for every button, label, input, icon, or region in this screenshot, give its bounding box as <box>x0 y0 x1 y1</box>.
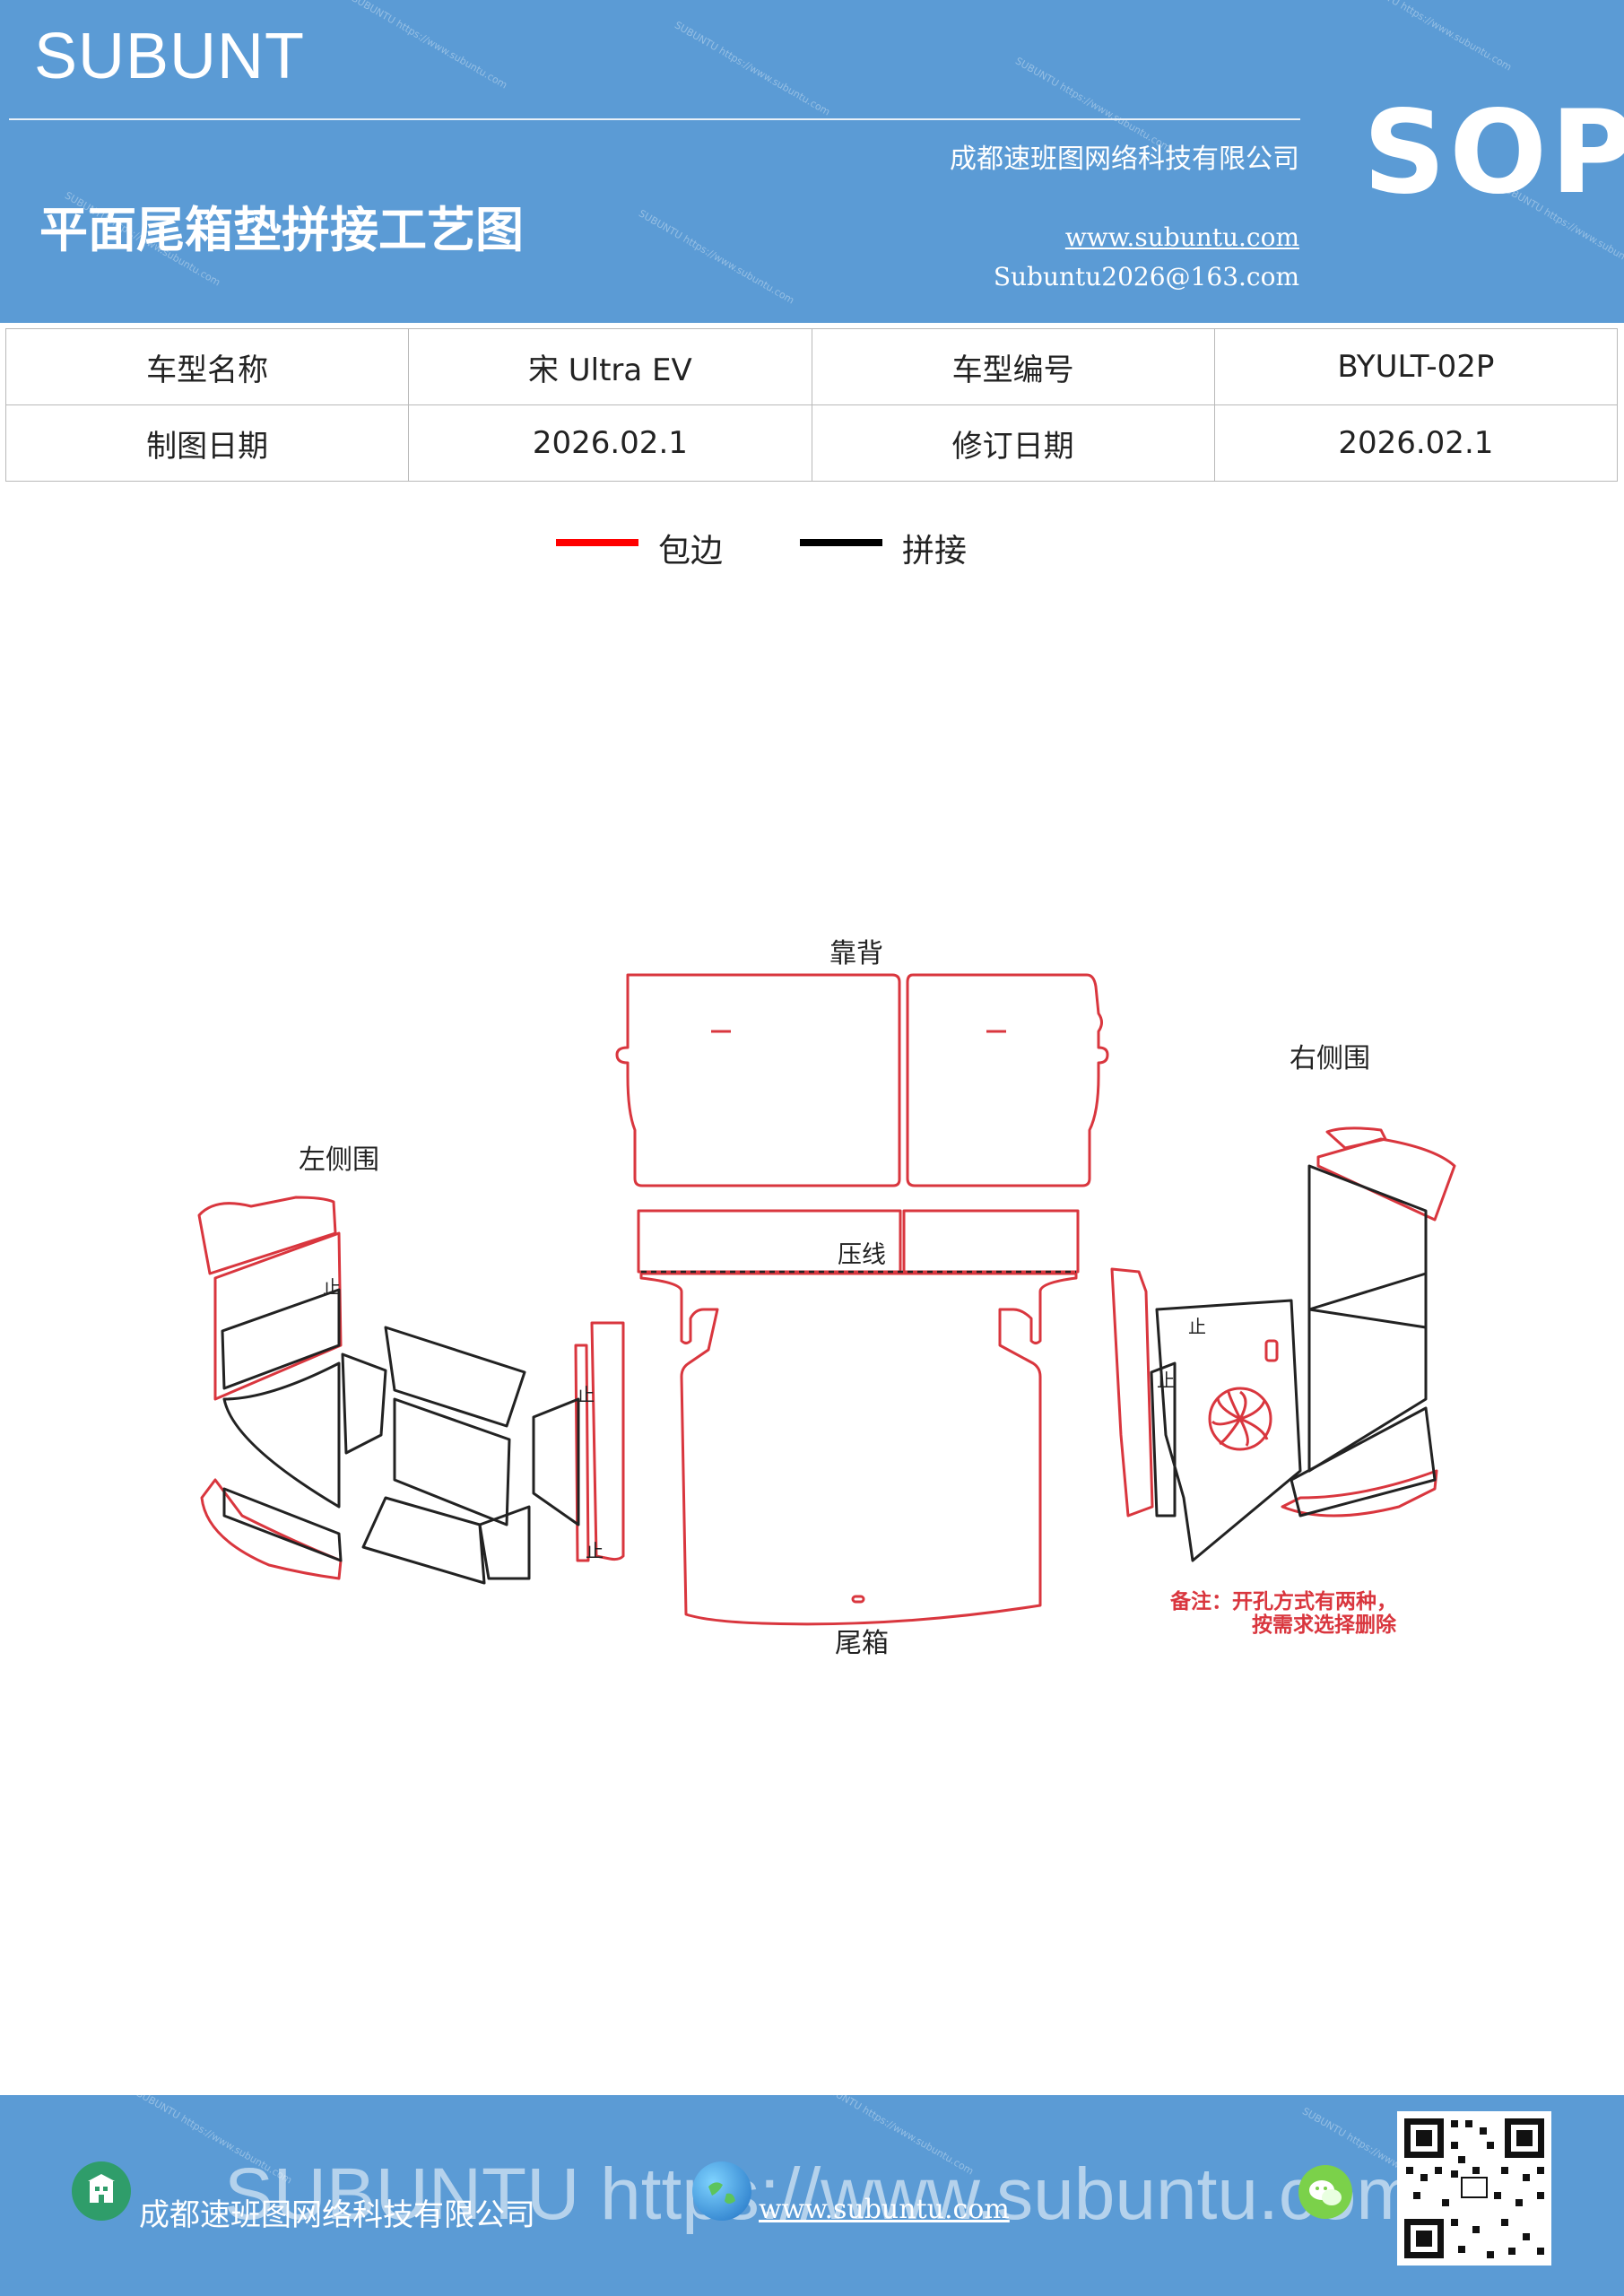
right-side-seam-piece <box>1307 1272 1428 1473</box>
table-cell: 制图日期 <box>4 404 410 482</box>
left-side-bottom-edge <box>200 1478 343 1580</box>
label-press-line: 压线 <box>838 1241 886 1269</box>
right-side-top-piece <box>1316 1137 1456 1222</box>
right-side-seam-piece <box>1150 1361 1177 1518</box>
right-side-seam-piece <box>1290 1406 1437 1518</box>
sop-badge: SOP <box>1363 86 1624 220</box>
building-icon <box>72 2161 131 2221</box>
table-cell: 修订日期 <box>811 404 1215 482</box>
brand-name: SUBUNT <box>34 21 306 92</box>
label-backrest: 靠背 <box>829 938 883 970</box>
footer-website-link[interactable]: www.subuntu.com <box>759 2194 1010 2225</box>
watermark-text: SUBUNTU https://www.subuntu.com <box>673 19 832 118</box>
table-row: 车型名称 宋 Ultra EV 车型编号 BYULT-02P <box>4 328 1619 405</box>
trunk-mat-diagram: 靠背 右侧围 左侧围 压线 尾箱 止 止 止 止 止 备注：开孔方式有两种， 按… <box>197 938 1456 1659</box>
speaker-hole <box>1208 1387 1272 1451</box>
speaker-fan-icon <box>1211 1390 1269 1447</box>
left-side-vertical-strip <box>574 1344 590 1562</box>
table-cell: 2026.02.1 <box>1213 404 1619 482</box>
right-side-top-tab <box>1325 1126 1387 1150</box>
label-stop: 止 <box>586 1540 604 1561</box>
trunk-floor-panel <box>639 1272 1078 1626</box>
legend-label-seam: 拼接 <box>902 533 968 570</box>
left-side-seam-piece <box>532 1397 580 1526</box>
right-side-seam-piece <box>1155 1299 1302 1562</box>
table-cell: BYULT-02P <box>1213 328 1619 405</box>
note-line-1: 备注：开孔方式有两种， <box>1169 1589 1397 1613</box>
footer-watermark: SUBUNTU https://www.subuntu.com <box>224 2153 1418 2235</box>
legend-swatch-edge <box>556 539 638 546</box>
left-side-seam-piece <box>384 1326 526 1428</box>
label-stop: 止 <box>1188 1316 1206 1337</box>
vehicle-info-table: 车型名称 宋 Ultra EV 车型编号 BYULT-02P 制图日期 2026… <box>4 328 1619 482</box>
legend-swatch-seam <box>800 539 882 546</box>
label-stop: 止 <box>323 1276 341 1298</box>
table-cell: 2026.02.1 <box>408 404 812 482</box>
table-cell: 车型编号 <box>811 328 1215 405</box>
table-cell: 宋 Ultra EV <box>408 328 812 405</box>
table-row: 制图日期 2026.02.1 修订日期 2026.02.1 <box>4 404 1619 482</box>
right-side-bottom-edge <box>1281 1469 1438 1518</box>
document-title: 平面尾箱垫拼接工艺图 <box>39 202 524 258</box>
wechat-icon <box>1298 2165 1352 2219</box>
left-side-seam-piece <box>361 1496 486 1585</box>
watermark-text: SUBUNTU https://www.subuntu.com <box>637 207 796 307</box>
middle-strip-right <box>902 1209 1080 1274</box>
footer-banner: SUBUNTU https://www.subuntu.com SUBUNTU … <box>0 2095 1624 2296</box>
left-side-seam-piece <box>478 1505 531 1580</box>
backrest-right-panel <box>906 973 1109 1187</box>
left-side-upper-piece <box>213 1231 343 1401</box>
backrest-left-panel <box>615 973 901 1187</box>
left-side-seam-piece <box>341 1352 387 1455</box>
company-name: 成都速班图网络科技有限公司 <box>950 144 1299 175</box>
header-banner: SUBUNTU https://www.subuntu.com SUBUNTU … <box>0 0 1624 323</box>
legend: 包边 拼接 <box>0 525 1624 578</box>
left-side-seam-piece <box>222 1361 341 1509</box>
watermark-text: SUBUNTU https://www.subuntu.com <box>350 0 509 91</box>
qr-code <box>1397 2111 1551 2266</box>
website-link[interactable]: www.subuntu.com <box>1064 222 1299 252</box>
footer-company-name: 成都速班图网络科技有限公司 <box>139 2197 535 2233</box>
label-stop: 止 <box>577 1384 595 1405</box>
label-stop: 止 <box>1157 1370 1175 1391</box>
left-side-seam-piece <box>393 1397 511 1526</box>
left-side-vertical-strip-2 <box>590 1321 625 1561</box>
label-right-side: 右侧围 <box>1290 1043 1370 1074</box>
header-divider <box>9 118 1300 120</box>
legend-label-edge: 包边 <box>658 533 724 570</box>
table-cell: 车型名称 <box>4 328 410 405</box>
trunk-floor-hole <box>851 1595 865 1604</box>
left-side-seam-piece <box>222 1487 343 1562</box>
watermark-text: SUBUNTU https://www.subuntu.com <box>1354 0 1514 74</box>
left-side-top-piece <box>197 1196 337 1275</box>
note-line-2: 按需求选择删除 <box>1252 1613 1397 1637</box>
left-side-seam-piece <box>221 1288 341 1390</box>
globe-icon <box>692 2161 751 2221</box>
right-side-vertical-strip <box>1110 1267 1154 1518</box>
right-side-slot <box>1264 1339 1279 1362</box>
email-address[interactable]: Subuntu2026@163.com <box>993 262 1299 291</box>
label-trunk: 尾箱 <box>835 1628 889 1659</box>
label-left-side: 左侧围 <box>299 1144 379 1176</box>
